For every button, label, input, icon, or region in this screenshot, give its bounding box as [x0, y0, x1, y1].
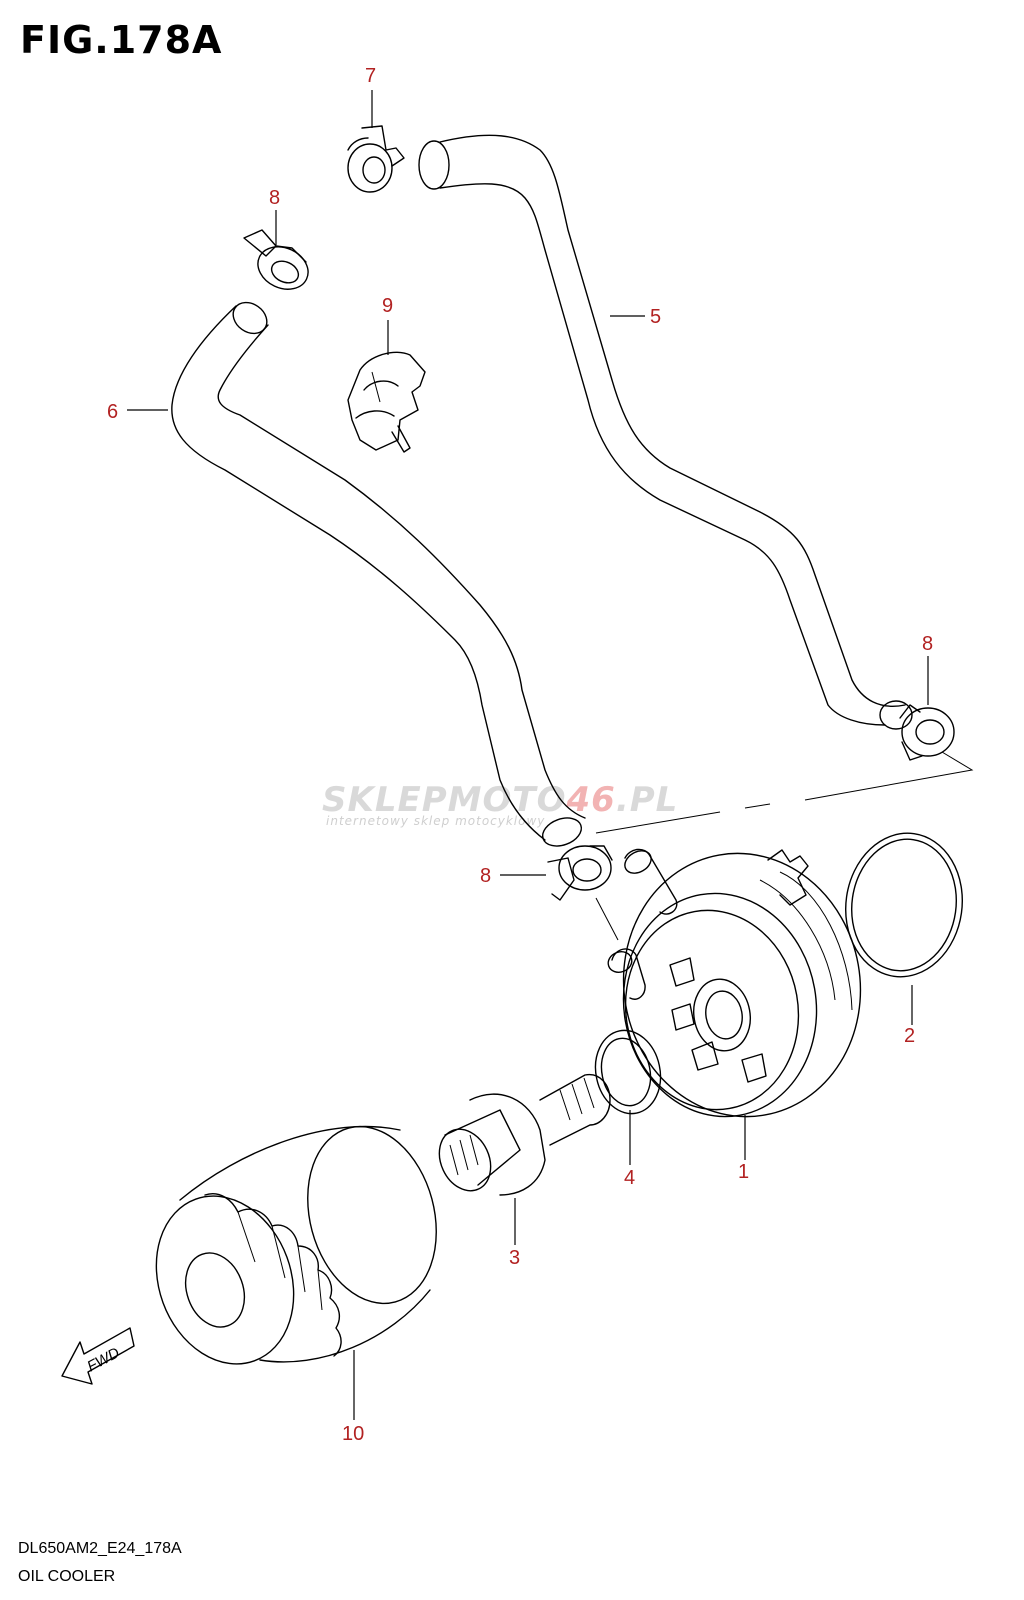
watermark-tagline: internetowy sklep motocyklowy	[326, 814, 546, 828]
diagram-caption: OIL COOLER	[18, 1568, 116, 1585]
figure-title: FIG.178A	[20, 18, 223, 62]
watermark-brand-a: SKLEPMOTO	[322, 780, 567, 820]
callout-5: 5	[650, 306, 661, 328]
callout-8-lower: 8	[480, 865, 491, 887]
callout-1: 1	[738, 1161, 749, 1183]
oil-filter-10	[155, 1125, 437, 1365]
o-ring-2	[844, 832, 964, 978]
callout-7: 7	[365, 65, 376, 87]
callout-2: 2	[904, 1025, 915, 1047]
callout-8-right: 8	[922, 633, 933, 655]
oil-cooler-1	[607, 848, 862, 1118]
callout-8-upper: 8	[269, 187, 280, 209]
callouts: 7 8 9 5 6 8 8 2 1 4 3 10	[107, 65, 933, 1445]
callout-3: 3	[509, 1247, 520, 1269]
fwd-arrow-label: FWD	[84, 1344, 122, 1375]
clip-9	[347, 351, 426, 453]
hose-6	[171, 301, 586, 847]
phantom-lines	[595, 751, 974, 941]
hose-5	[418, 134, 913, 730]
union-bolt-3	[438, 1073, 611, 1196]
callout-9: 9	[382, 295, 393, 317]
callout-4: 4	[624, 1167, 635, 1189]
watermark-brand: SKLEPMOTO46.PL	[322, 780, 678, 820]
leader-lines	[127, 90, 929, 1420]
fwd-arrow: FWD	[61, 1327, 135, 1385]
clamp-7	[347, 125, 405, 193]
callout-6: 6	[107, 401, 118, 423]
clamp-8-lower	[547, 845, 613, 901]
gasket-4	[594, 1029, 662, 1115]
callout-10: 10	[342, 1423, 364, 1445]
diagram-code: DL650AM2_E24_178A	[18, 1540, 182, 1557]
watermark-brand-c: .PL	[615, 780, 679, 820]
clamp-8-upper	[243, 229, 309, 290]
clamp-8-right	[899, 704, 955, 761]
